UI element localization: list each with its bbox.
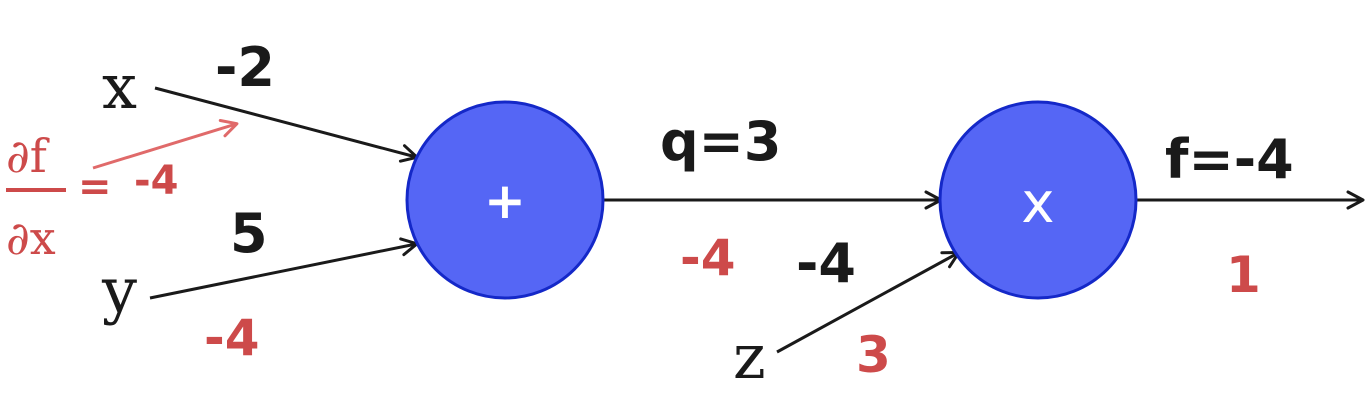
output-f-label: f=-4 bbox=[1165, 128, 1294, 191]
input-y-label: y bbox=[101, 254, 137, 327]
input-x-value: -2 bbox=[215, 36, 275, 99]
annotation-value: -4 bbox=[134, 158, 178, 204]
input-y-gradient: -4 bbox=[204, 309, 260, 367]
output-f-gradient: 1 bbox=[1226, 246, 1261, 304]
edge-y-to-add bbox=[149, 237, 419, 300]
edge-q-gradient: -4 bbox=[680, 229, 736, 287]
annotation-numerator: ∂f bbox=[6, 129, 50, 183]
edge-q-label: q=3 bbox=[660, 110, 781, 173]
add-node bbox=[405, 100, 605, 300]
multiply-node bbox=[938, 100, 1138, 300]
annotation-equals: = bbox=[78, 164, 112, 210]
multiply-node-symbol: x bbox=[1021, 171, 1054, 236]
input-z-value: -4 bbox=[796, 232, 856, 295]
input-z-gradient: 3 bbox=[856, 326, 891, 384]
annotation-denominator: ∂x bbox=[6, 211, 56, 265]
input-y-value: 5 bbox=[230, 202, 268, 265]
input-z-label: z bbox=[733, 320, 766, 393]
add-node-symbol: + bbox=[484, 172, 526, 230]
edge-x-to-add bbox=[154, 86, 419, 163]
edge-z-to-mul bbox=[776, 251, 961, 354]
gradient-annotation-arrow bbox=[92, 118, 239, 170]
input-x-label: x bbox=[102, 50, 137, 123]
